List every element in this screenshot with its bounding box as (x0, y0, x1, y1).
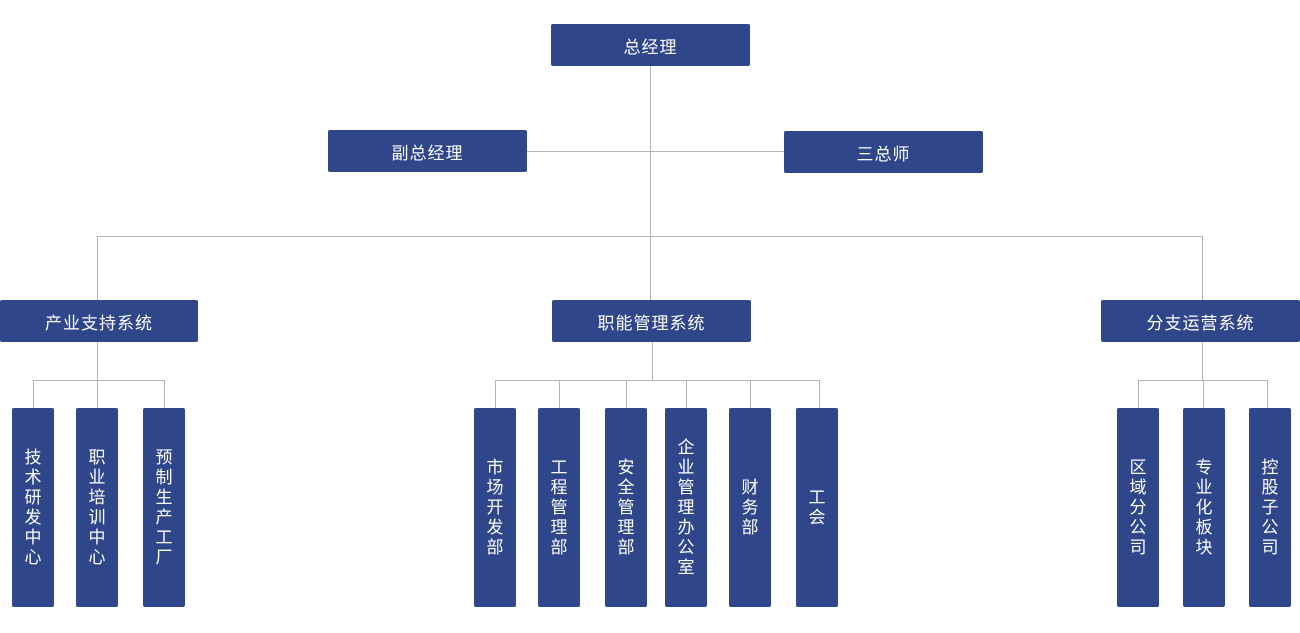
system-label: 职能管理系统 (597, 313, 706, 334)
connector-system-1-bar (33, 380, 165, 381)
connector-system-1-drop (97, 236, 98, 301)
unit-box: 区域分公司 (1117, 408, 1159, 607)
unit-box: 职业培训中心 (76, 408, 118, 607)
system-label: 分支运营系统 (1146, 313, 1255, 334)
connector-unit-drop (97, 380, 98, 409)
unit-label: 企业管理办公室 (677, 437, 695, 578)
system-box-functional-management: 职能管理系统 (552, 300, 751, 342)
connector-system-3-stem (1202, 342, 1203, 380)
chief-engineers-box: 三总师 (784, 131, 983, 173)
unit-label: 市场开发部 (486, 457, 504, 558)
system-box-branch-operations: 分支运营系统 (1101, 300, 1300, 342)
connector-system-1-stem (97, 342, 98, 380)
unit-label: 工会 (808, 487, 826, 528)
deputy-general-manager-box: 副总经理 (328, 130, 527, 172)
unit-box: 财务部 (729, 408, 771, 607)
unit-box: 工会 (796, 408, 838, 607)
unit-box: 控股子公司 (1249, 408, 1291, 607)
connector-deputies (527, 151, 785, 152)
connector-unit-drop (626, 380, 627, 409)
connector-unit-drop (750, 380, 751, 409)
unit-label: 安全管理部 (617, 457, 635, 558)
connector-system-2-drop (650, 236, 651, 301)
connector-unit-drop (1138, 380, 1139, 409)
general-manager-box: 总经理 (551, 24, 750, 66)
system-box-industry-support: 产业支持系统 (0, 300, 198, 342)
connector-system-2-bar (495, 380, 820, 381)
unit-box: 市场开发部 (474, 408, 516, 607)
connector-system-2-stem (652, 342, 653, 380)
system-label: 产业支持系统 (45, 313, 153, 334)
connector-system-3-drop (1202, 236, 1203, 301)
unit-label: 职业培训中心 (88, 447, 106, 568)
connector-unit-drop (33, 380, 34, 409)
general-manager-label: 总经理 (623, 37, 678, 58)
connector-unit-drop (819, 380, 820, 409)
connector-unit-drop (164, 380, 165, 409)
connector-unit-drop (1203, 380, 1204, 409)
unit-label: 财务部 (741, 477, 759, 538)
deputy-general-manager-label: 副总经理 (391, 143, 464, 164)
connector-unit-drop (495, 380, 496, 409)
unit-label: 区域分公司 (1129, 457, 1147, 558)
connector-unit-drop (559, 380, 560, 409)
connector-unit-drop (686, 380, 687, 409)
unit-box: 工程管理部 (538, 408, 580, 607)
unit-label: 控股子公司 (1261, 457, 1279, 558)
unit-box: 预制生产工厂 (143, 408, 185, 607)
unit-box: 企业管理办公室 (665, 408, 707, 607)
unit-box: 专业化板块 (1183, 408, 1225, 607)
connector-unit-drop (1267, 380, 1268, 409)
unit-label: 预制生产工厂 (155, 447, 173, 568)
unit-label: 专业化板块 (1195, 457, 1213, 558)
unit-label: 工程管理部 (550, 457, 568, 558)
unit-box: 安全管理部 (605, 408, 647, 607)
unit-label: 技术研发中心 (24, 447, 42, 568)
chief-engineers-label: 三总师 (856, 144, 911, 165)
unit-box: 技术研发中心 (12, 408, 54, 607)
